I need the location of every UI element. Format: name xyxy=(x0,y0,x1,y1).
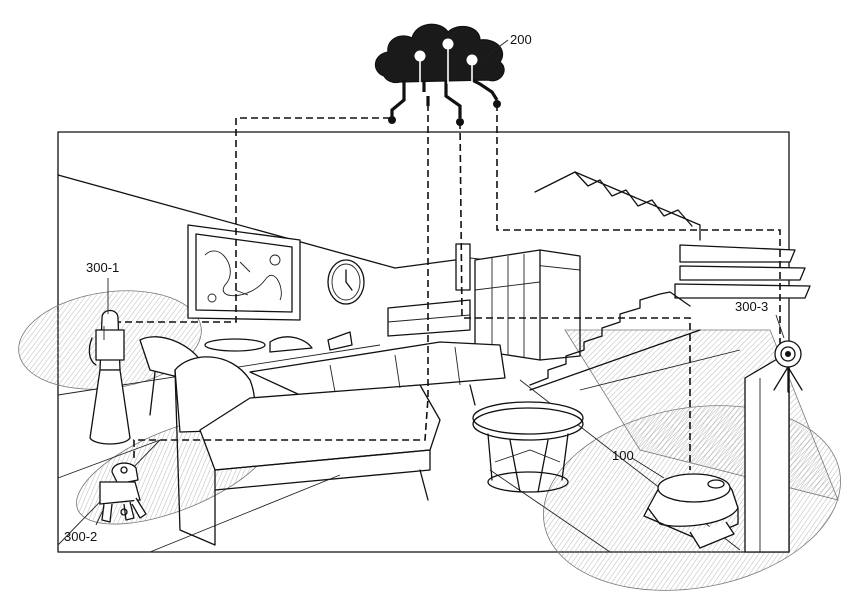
cloud-network-icon xyxy=(374,23,505,126)
network-links xyxy=(110,104,781,470)
staircase xyxy=(529,171,811,391)
wall-painting xyxy=(187,224,301,321)
label-200: 200 xyxy=(510,32,532,47)
sofa xyxy=(174,341,506,546)
leader-100 xyxy=(631,457,665,479)
leader-200 xyxy=(483,39,509,59)
leader-300-3 xyxy=(775,314,785,339)
label-100: 100 xyxy=(612,448,634,463)
pendant-lamp xyxy=(455,243,471,291)
coffee-table xyxy=(472,401,584,493)
leader-300-2 xyxy=(95,507,105,526)
security-camera-icon xyxy=(773,340,803,393)
robot-cleaner-icon xyxy=(643,473,739,549)
label-300-1: 300-1 xyxy=(86,260,119,275)
smart-speaker-icon xyxy=(88,309,131,445)
kitchen-cabinets xyxy=(387,249,581,361)
robot-dog-icon xyxy=(99,462,147,523)
label-300-3: 300-3 xyxy=(735,299,768,314)
wall-pillar xyxy=(744,351,790,553)
wall-clock xyxy=(327,259,365,305)
label-300-2: 300-2 xyxy=(64,529,97,544)
